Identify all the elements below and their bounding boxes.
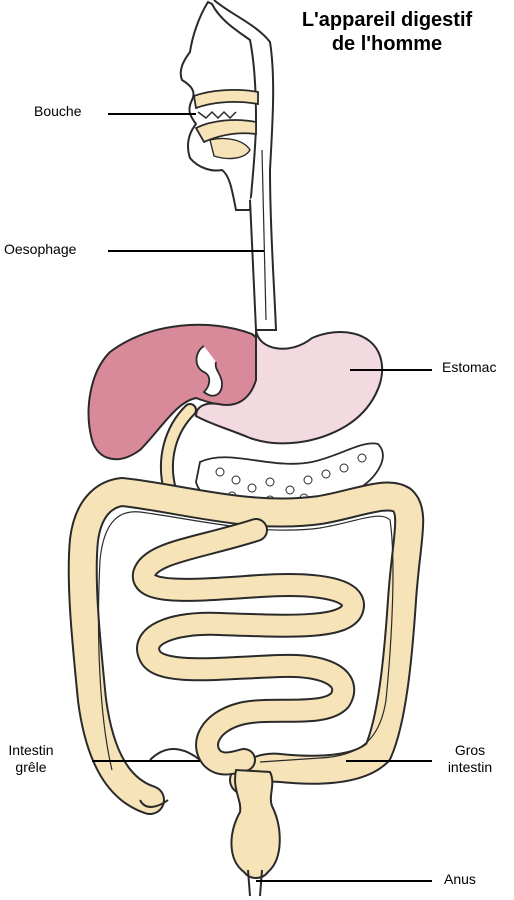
tongue — [209, 137, 251, 160]
label-oesophage: Oesophage — [4, 241, 77, 257]
anal-canal — [247, 869, 263, 897]
title-line-1: L'appareil digestif — [301, 9, 473, 31]
pancreas-dots — [215, 453, 367, 505]
oesophagus-inner-line — [261, 149, 267, 321]
label-intestin-grele: Intestin grêle — [0, 742, 62, 776]
label-gros-intestin-line1: Gros — [454, 742, 486, 758]
label-intestin-grele-line1: Intestin — [8, 742, 54, 758]
large-intestine-inner-line — [97, 511, 394, 771]
label-bouche: Bouche — [34, 103, 82, 119]
label-intestin-grele-line2: grêle — [15, 759, 47, 775]
head-profile — [179, 0, 258, 211]
small-intestine — [132, 518, 365, 776]
diagram-title: L'appareil digestif de l'homme — [272, 8, 502, 56]
teeth — [197, 110, 237, 120]
label-anus: Anus — [444, 871, 476, 887]
lower-jaw — [194, 119, 257, 144]
liver — [87, 323, 265, 460]
appendix — [139, 799, 169, 808]
rectum — [230, 768, 281, 879]
label-gros-intestin-line2: intestin — [447, 759, 493, 775]
upper-lip — [192, 89, 259, 110]
stomach — [194, 329, 384, 445]
label-gros-intestin: Gros intestin — [440, 742, 500, 776]
gallbladder-duct — [195, 345, 223, 397]
label-estomac: Estomac — [442, 359, 497, 375]
label-leaders — [92, 113, 432, 882]
head-back — [213, 0, 275, 171]
title-line-2: de l'homme — [331, 33, 443, 55]
